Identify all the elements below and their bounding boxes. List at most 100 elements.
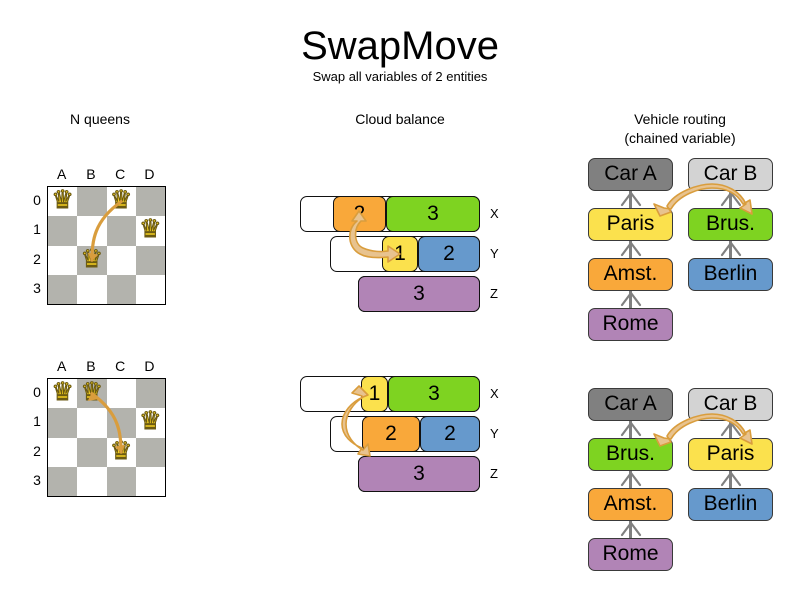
vrp-link-a1-before-head-shape: [620, 241, 641, 257]
cloud-computer-label-Y: Y: [490, 426, 499, 441]
chess-cell-B3[interactable]: [77, 274, 107, 304]
chess-row-label-0: 0: [33, 384, 41, 400]
cloud-process-Y-1-before[interactable]: 2: [418, 236, 480, 272]
section-heading-vehicle-routing: Vehicle routing (chained variable): [580, 110, 780, 148]
vrp-link-a1-before-shaft: [629, 241, 632, 258]
cloud-process-Z-0-after[interactable]: 3: [358, 456, 480, 492]
nqueens-board-after[interactable]: ♛♛♛♛: [47, 377, 166, 497]
chess-col-label-C: C: [115, 166, 126, 182]
cloud-process-Y-1-after[interactable]: 2: [420, 416, 480, 452]
chess-row-label-3: 3: [33, 279, 41, 296]
vrp-customer-a1-before[interactable]: Amst.: [588, 258, 673, 291]
vrp-link-b0-after-head: [720, 421, 741, 437]
vrp-link-b0-before-shaft: [729, 191, 732, 208]
vrp-link-b0-after-shaft: [729, 421, 732, 438]
chess-cell-C3[interactable]: [106, 466, 136, 496]
vrp-customer-b0-before[interactable]: Brus.: [688, 208, 773, 241]
cloud-computer-row-Y-before[interactable]: 12Y: [0, 236, 800, 272]
chess-cell-D2[interactable]: [135, 437, 165, 467]
vrp-link-a2-before-head-shape: [620, 291, 641, 307]
vrp-swap-arrow-shape-after: [653, 413, 753, 447]
chess-cell-A1[interactable]: [48, 408, 78, 438]
vrp-link-b1-before-shaft: [729, 241, 732, 258]
chess-cell-A2[interactable]: [48, 245, 78, 275]
vrp-swap-arrow-shape-before: [653, 183, 753, 217]
vrp-link-b0-after-head-shape: [720, 421, 741, 437]
queen-piece-A0[interactable]: ♛: [51, 185, 75, 214]
vrp-swap-arrow-before: [653, 183, 753, 217]
queen-piece-D1[interactable]: ♛: [139, 407, 163, 436]
vrp-link-a2-after-shaft: [629, 521, 632, 538]
chess-cell-D3[interactable]: [135, 274, 165, 304]
chess-col-label-C: C: [115, 358, 126, 374]
vrp-customer-a1-after[interactable]: Amst.: [588, 488, 673, 521]
nqueens-board-before[interactable]: ♛♛♛♛: [47, 185, 166, 305]
cloud-process-Z-0-before[interactable]: 3: [358, 276, 480, 312]
vrp-vehicle-car-a-after[interactable]: Car A: [588, 388, 673, 421]
cloud-swap-arrow-before: [349, 210, 401, 263]
chess-cell-A3[interactable]: [48, 274, 78, 304]
cloud-computer-row-X-before[interactable]: 23X: [0, 196, 800, 232]
chess-cell-D2[interactable]: [135, 245, 165, 275]
chess-cell-B3[interactable]: [77, 466, 107, 496]
chess-cell-A3[interactable]: [48, 466, 78, 496]
chess-col-label-D: D: [144, 358, 155, 374]
vrp-link-b0-before-head: [720, 191, 741, 207]
chess-cell-D1[interactable]: [135, 216, 165, 246]
cloud-process-X-0-after[interactable]: 1: [361, 376, 388, 412]
chess-col-label-A: A: [56, 358, 67, 374]
chess-cell-D1[interactable]: [135, 408, 165, 438]
cloud-process-Y-0-after[interactable]: 2: [362, 416, 420, 452]
chess-cell-A0[interactable]: [48, 187, 78, 217]
vrp-link-a1-after-head-shape: [620, 471, 641, 487]
vrp-link-a0-before-head: [620, 191, 641, 207]
vrp-customer-b1-before[interactable]: Berlin: [688, 258, 773, 291]
chess-col-label-A: A: [56, 166, 67, 182]
cloud-swap-arrow-after: [341, 385, 371, 457]
chess-cell-D3[interactable]: [135, 466, 165, 496]
vrp-link-a2-after-head: [620, 521, 641, 537]
chess-cell-A2[interactable]: [48, 437, 78, 467]
vrp-swap-arrow-after: [653, 413, 753, 447]
chess-row-label-1: 1: [33, 413, 41, 430]
queen-piece-D1[interactable]: ♛: [139, 215, 163, 244]
section-heading-cloud-balance: Cloud balance: [355, 111, 445, 127]
chess-cell-A0[interactable]: [48, 379, 78, 409]
page-title: SwapMove: [301, 24, 499, 68]
vrp-link-b1-before-head: [720, 241, 741, 257]
vrp-link-a1-before-head: [620, 241, 641, 257]
vrp-link-a2-after-head-shape: [620, 521, 641, 537]
vrp-link-b1-before-head-shape: [720, 241, 741, 257]
chess-row-label-2: 2: [33, 442, 41, 459]
queen-piece-A0[interactable]: ♛: [51, 377, 75, 406]
vrp-customer-a2-before[interactable]: Rome: [588, 308, 673, 341]
chess-cell-D0[interactable]: [135, 379, 165, 409]
cloud-process-X-1-after[interactable]: 3: [388, 376, 480, 412]
vrp-link-b0-before-head-shape: [720, 191, 741, 207]
vrp-link-a1-after-shaft: [629, 471, 632, 488]
section-heading-nqueens: N queens: [70, 111, 130, 127]
chess-cell-A1[interactable]: [48, 216, 78, 246]
chess-cell-C3[interactable]: [106, 274, 136, 304]
vrp-link-a0-before-shaft: [629, 191, 632, 208]
cloud-process-X-1-before[interactable]: 3: [386, 196, 480, 232]
vrp-vehicle-car-a-before[interactable]: Car A: [588, 158, 673, 191]
vrp-customer-b1-after[interactable]: Berlin: [688, 488, 773, 521]
page-subtitle: Swap all variables of 2 entities: [312, 69, 488, 84]
chess-col-label-B: B: [86, 166, 96, 182]
cloud-computer-label-X: X: [490, 206, 499, 221]
vrp-link-b1-after-head-shape: [720, 471, 741, 487]
vrp-customer-a2-after[interactable]: Rome: [588, 538, 673, 571]
vrp-customer-b0-after[interactable]: Paris: [688, 438, 773, 471]
vrp-customer-a0-before[interactable]: Paris: [588, 208, 673, 241]
section-heading-vrp-line2: (chained variable): [624, 130, 736, 146]
chess-row-label-1: 1: [33, 221, 41, 238]
vrp-link-a0-after-head-shape: [620, 421, 641, 437]
chess-col-label-D: D: [144, 166, 155, 182]
chess-cell-D0[interactable]: [135, 187, 165, 217]
